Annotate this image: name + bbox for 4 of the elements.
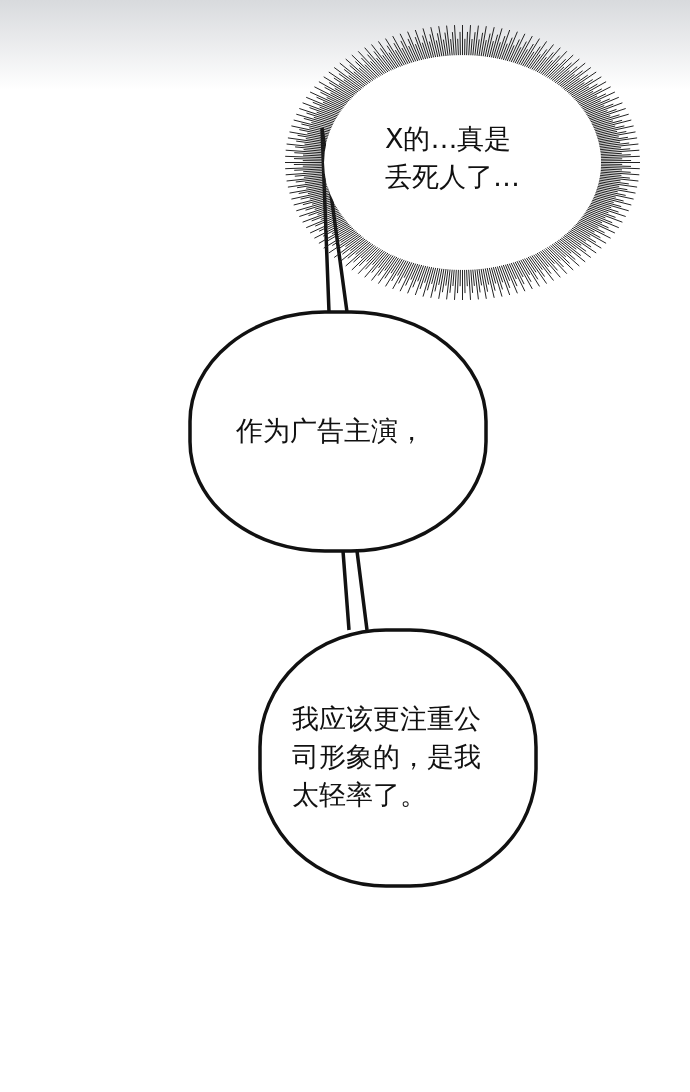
speech-bubble [285, 25, 640, 300]
dialogue-text: 我应该更注重公司形象的，是我太轻率了。 [292, 702, 482, 812]
dialogue-text: 作为广告主演， [236, 414, 426, 448]
dialogue-text: X的…真是丢死人了… [385, 122, 521, 194]
